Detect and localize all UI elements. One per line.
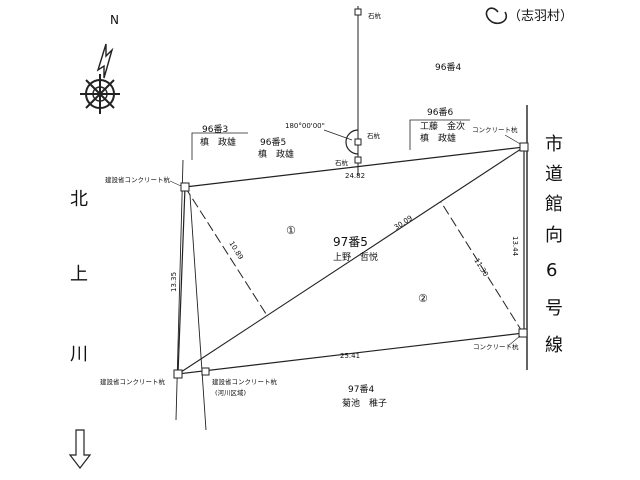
- parcel-96-6-owner1: 工藤 金次: [420, 120, 465, 132]
- svg-text:館: 館: [545, 194, 563, 215]
- corner-note: （志羽村）: [508, 9, 573, 24]
- parcel-96-3-bracket: [191, 132, 248, 160]
- parcel-96-3-owner: 槙 政雄: [200, 136, 236, 148]
- svg-text:上: 上: [70, 264, 88, 285]
- survey-marker-icon: [354, 156, 362, 164]
- dimension-right-edge: 13.44: [511, 236, 519, 257]
- perpendicular-1: [184, 186, 269, 318]
- survey-marker-icon: [201, 367, 210, 376]
- down-arrow-icon: [68, 429, 92, 469]
- concrete-marker-nw-label: 建設省コンクリート杭: [105, 175, 171, 184]
- river-boundary-right: [189, 194, 207, 431]
- north-label: N: [110, 13, 119, 27]
- parcel-96-3: 96番3: [202, 123, 228, 135]
- main-parcel-owner: 上野 哲悦: [333, 251, 378, 263]
- parcel-96-6-bracket: [409, 119, 470, 150]
- region-2-mark: ②: [418, 292, 428, 305]
- compass-rose-icon: [80, 74, 120, 114]
- river-label: 北 上 川: [70, 189, 88, 365]
- dimension-perpendicular-2: 11.30: [472, 257, 489, 278]
- main-parcel-number: 97番5: [333, 235, 368, 249]
- concrete-marker-ne-label: コンクリート杭: [472, 125, 518, 134]
- survey-marker-icon: [519, 142, 529, 152]
- stone-marker-mid-label: 石杭: [367, 131, 381, 140]
- parcel-97-4-bottom: 97番4: [348, 383, 374, 395]
- dimension-left-edge: 13.35: [170, 272, 178, 292]
- svg-text:線: 線: [545, 335, 563, 356]
- region-1-mark: ①: [286, 224, 296, 237]
- svg-text:市: 市: [545, 134, 563, 155]
- parcel-96-6-owner2: 槙 政雄: [420, 132, 456, 144]
- road-label: 市 道 館 向 6 号 線: [545, 134, 563, 356]
- dimension-top-edge: 24.82: [345, 172, 365, 180]
- parcel-97-4-owner: 菊池 稚子: [342, 397, 387, 409]
- survey-marker-icon: [354, 138, 362, 146]
- angle-label: 180°00'00": [285, 122, 325, 130]
- stone-marker-top-label: 石杭: [368, 11, 382, 20]
- survey-marker-icon: [173, 369, 183, 379]
- corner-stamp-icon: [485, 7, 508, 25]
- parcel-96-4-top: 96番4: [435, 61, 461, 73]
- survey-marker-icon: [518, 328, 528, 338]
- stone-marker-low-label: 石杭: [335, 158, 349, 167]
- concrete-marker-se-label: コンクリート杭: [473, 342, 519, 351]
- dimension-bottom-edge: 25.41: [340, 352, 360, 360]
- perpendicular-2: [440, 201, 524, 334]
- angle-arc: [345, 129, 359, 155]
- svg-text:6: 6: [546, 260, 557, 281]
- concrete-marker-sw-left-label: 建設省コンクリート杭: [100, 377, 166, 386]
- dimension-perpendicular-1: 10.89: [227, 240, 244, 261]
- parcel-96-5: 96番5: [260, 136, 286, 148]
- concrete-marker-sw-right-note: (河川区域): [215, 388, 246, 397]
- lot-diagonal: [177, 146, 525, 375]
- svg-text:号: 号: [545, 298, 563, 319]
- survey-marker-icon: [180, 182, 190, 192]
- svg-text:北: 北: [70, 189, 88, 210]
- concrete-marker-sw-right-label: 建設省コンクリート杭: [212, 377, 278, 386]
- parcel-96-6: 96番6: [427, 106, 453, 118]
- north-arrow-icon: N: [96, 13, 119, 79]
- svg-text:川: 川: [70, 344, 88, 365]
- survey-marker-icon: [354, 8, 362, 16]
- parcel-96-5-owner: 槙 政雄: [258, 148, 294, 160]
- dimension-diagonal: 30.09: [393, 214, 414, 232]
- svg-text:向: 向: [545, 225, 563, 246]
- svg-text:道: 道: [545, 164, 563, 185]
